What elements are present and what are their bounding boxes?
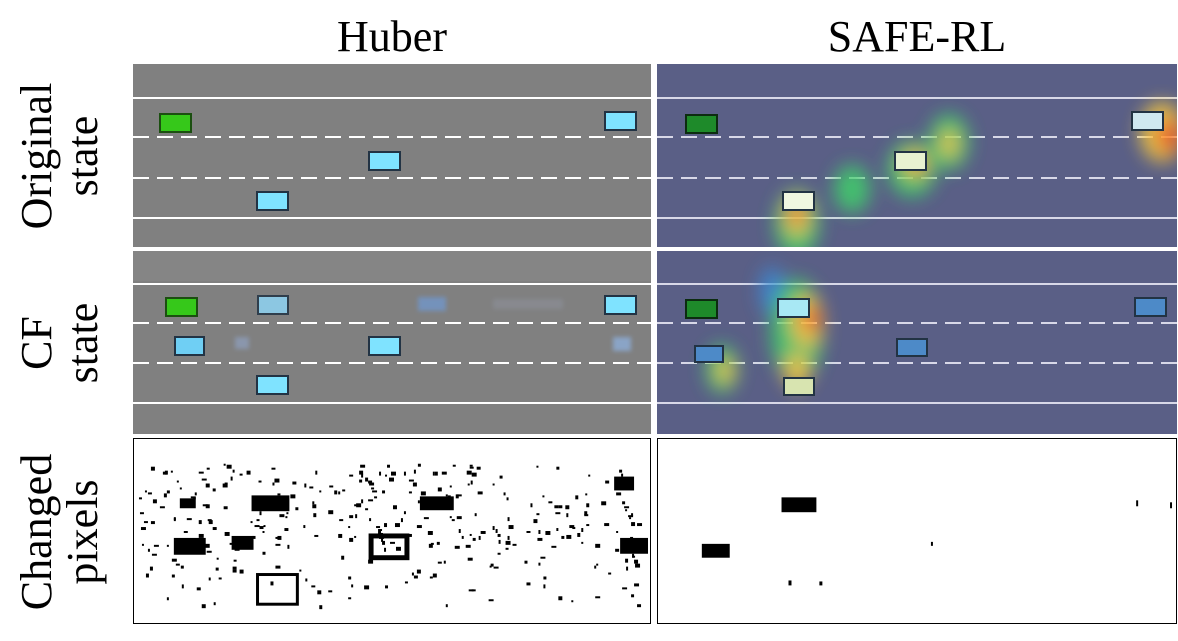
ego-car — [685, 299, 718, 319]
vehicle — [777, 298, 810, 318]
vehicle — [604, 111, 637, 131]
panel-safe-rl-original — [657, 64, 1177, 247]
vehicle — [1131, 111, 1164, 131]
vehicle — [604, 295, 637, 315]
vehicle — [368, 151, 401, 171]
panel-huber-cf — [133, 251, 651, 434]
vehicle — [174, 336, 205, 356]
vehicle — [256, 191, 289, 211]
panel-safe-rl-changed — [657, 438, 1177, 624]
column-title-huber: Huber — [337, 12, 447, 61]
vehicle — [257, 295, 289, 315]
ego-car — [685, 114, 718, 134]
vehicle — [783, 377, 815, 396]
vehicle — [896, 338, 928, 357]
column-title-safe-rl: SAFE-RL — [827, 12, 1007, 61]
vehicle — [1134, 297, 1167, 317]
ego-car — [159, 113, 192, 133]
vehicle — [368, 336, 401, 356]
vehicle — [782, 191, 815, 211]
vehicle — [894, 151, 927, 171]
panel-huber-original — [133, 64, 651, 247]
panel-safe-rl-cf — [657, 251, 1177, 434]
vehicle — [256, 375, 289, 395]
panel-huber-changed — [133, 438, 651, 624]
ego-car — [165, 297, 198, 317]
vehicle — [694, 345, 724, 363]
